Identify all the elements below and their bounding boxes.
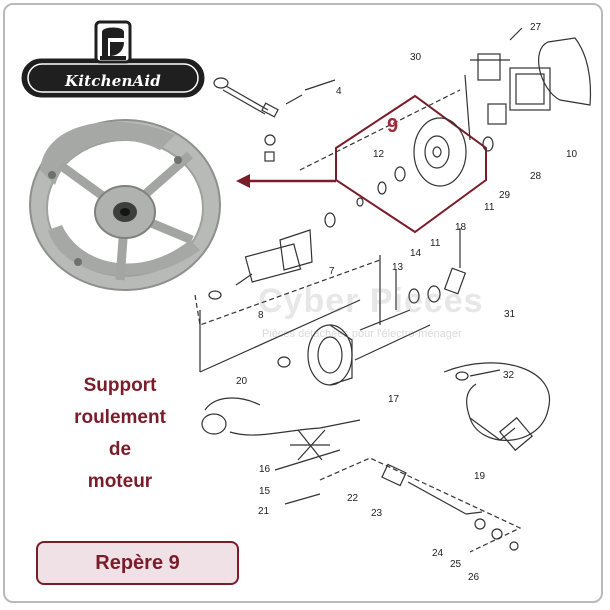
logo-wordmark: KitchenAid [65,72,161,90]
part-number-label: 10 [566,149,578,160]
part-number-label: 29 [499,190,511,201]
part-number-label: 19 [474,471,486,482]
mixer-icon [21,20,205,98]
part-number-label: 13 [392,262,404,273]
highlight-box [335,94,487,234]
part-number-label: 7 [329,266,335,277]
part-number-label: 11 [484,202,495,213]
part-number-label: 18 [455,222,467,233]
callout-number: 9 [387,115,399,137]
part-number-label: 32 [503,370,515,381]
watermark-brand: Cyber Pieces [258,282,484,320]
part-number-label: 12 [373,149,385,160]
repere-badge: Repère 9 [36,541,239,585]
pointer-arrow-head [236,174,250,188]
caption-line-3: de [108,439,132,460]
parts-line-art [194,27,592,553]
part-number-label: 8 [258,310,264,321]
part-number-label: 30 [410,52,422,63]
part-number-label: 31 [504,309,516,320]
part-number-label: 15 [259,486,271,497]
caption-line-4: moteur [87,471,153,492]
kitchenaid-logo: KitchenAid [20,14,206,100]
part-number-label: 24 [432,548,444,559]
part-number-label: 4 [336,86,342,97]
part-number-label: 14 [410,248,422,259]
part-number-label: 26 [468,572,480,583]
part-number-label: 11 [430,238,441,249]
part-caption: Support roulement de moteur [40,370,200,498]
caption-line-2: roulement [74,407,166,428]
part-number-label: 22 [347,493,359,504]
part-number-label: 16 [259,464,271,475]
image-frame [3,3,603,603]
part-number-label: 17 [388,394,400,405]
caption-line-1: Support [83,375,157,396]
part-number-label: 21 [258,506,270,517]
part-number-label: 23 [371,508,383,519]
watermark-tagline: Pièces détachées pour l'électro-ménager [262,328,462,340]
bearing-support-photo [29,119,221,291]
part-number-label: 20 [236,376,248,387]
part-number-label: 27 [530,22,542,33]
part-number-label: 28 [530,171,542,182]
part-number-label: 25 [450,559,462,570]
